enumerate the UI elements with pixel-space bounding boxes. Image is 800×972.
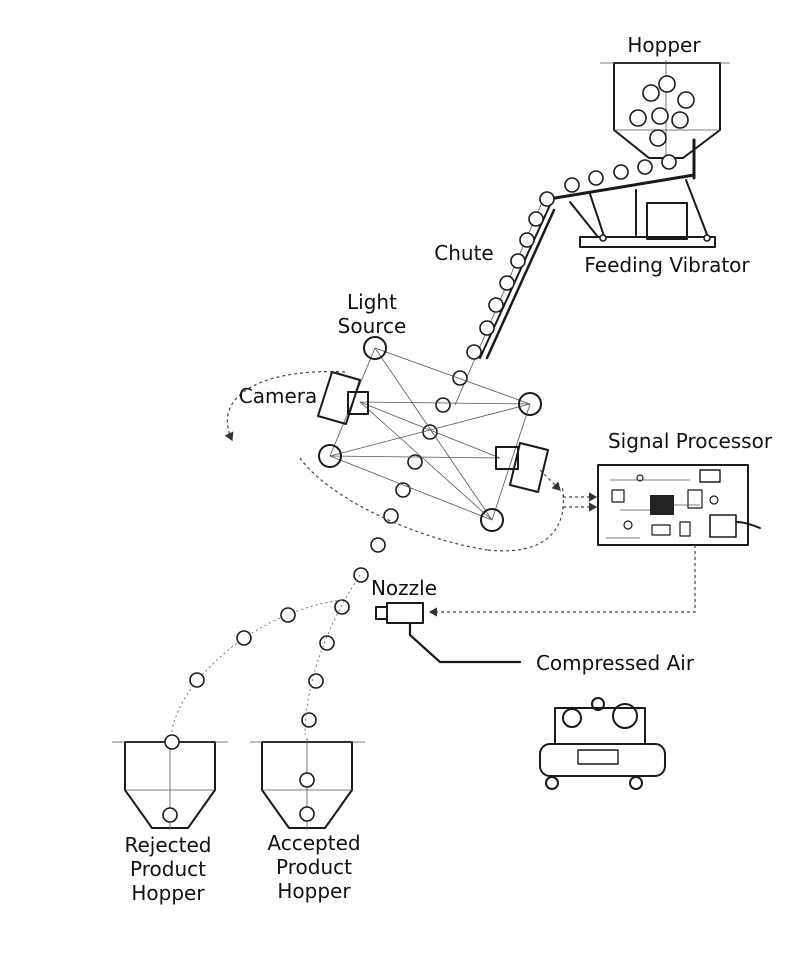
inspection-zone — [224, 336, 564, 552]
rejected-trajectory — [189, 607, 296, 688]
signal-processor-label: Signal Processor — [608, 429, 773, 453]
accepted-hopper-label-line1: Accepted — [267, 831, 360, 855]
camera-left — [317, 371, 369, 425]
camera-label: Camera — [239, 384, 318, 408]
feeding-vibrator — [553, 138, 716, 248]
hopper-label: Hopper — [627, 33, 701, 57]
product-stream — [301, 154, 677, 728]
air-compressor — [539, 697, 666, 790]
rejected-hopper-label-line1: Rejected — [124, 833, 211, 857]
camera-right — [495, 442, 549, 493]
signal-processor-board — [597, 464, 761, 546]
rejected-hopper-label-line2: Product — [130, 857, 206, 881]
compressed-air-label: Compressed Air — [536, 651, 695, 675]
nozzle — [375, 602, 522, 664]
light-source-label-line1: Light — [347, 290, 397, 314]
feeding-vibrator-label: Feeding Vibrator — [584, 253, 750, 277]
chute — [454, 199, 556, 406]
accepted-hopper-label-line2: Product — [276, 855, 352, 879]
rejected-hopper-label-line3: Hopper — [131, 881, 205, 905]
chute-label: Chute — [434, 241, 493, 265]
rejected-product-hopper — [112, 734, 228, 830]
nozzle-label: Nozzle — [371, 576, 437, 600]
accepted-hopper-label-line3: Hopper — [277, 879, 351, 903]
accepted-product-hopper — [250, 738, 365, 830]
light-source-label-line2: Source — [338, 314, 407, 338]
feed-hopper — [600, 60, 730, 160]
